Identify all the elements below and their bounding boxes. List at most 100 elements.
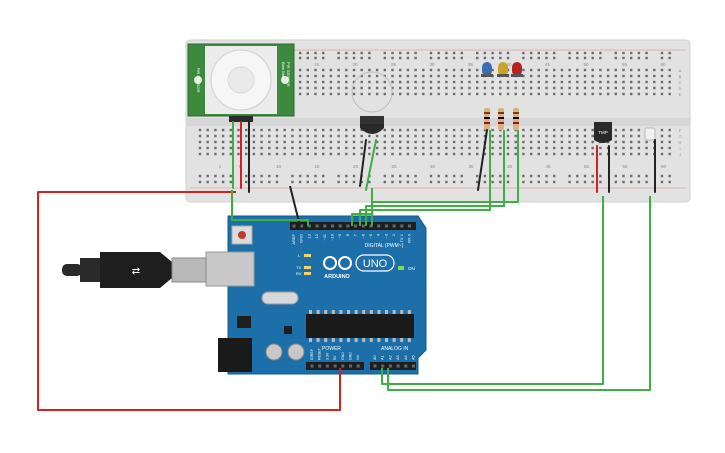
power-pin[interactable] [341,364,345,368]
breadboard-hole [483,86,487,90]
breadboard-hole [660,80,664,84]
analog-pin[interactable] [381,364,385,368]
header-pin[interactable] [300,224,304,228]
breadboard-hole [499,51,502,55]
pir-to-pin-wire[interactable] [231,190,309,226]
led-blue[interactable] [481,62,493,77]
led-blue-pin-wire[interactable] [359,130,491,226]
header-pin[interactable] [331,224,334,228]
breadboard-hole [537,140,540,144]
photo-sensor-top [360,116,384,124]
power-pin[interactable] [310,364,314,368]
breadboard-hole [298,51,302,55]
breadboard-hole [414,180,417,184]
breadboard-hole [322,174,325,178]
header-pin[interactable] [408,224,411,228]
led-gnd-wire[interactable] [477,129,488,191]
photo-sensor[interactable] [351,71,393,134]
analog-pin[interactable] [412,364,415,368]
breadboard-hole [298,180,302,184]
breadboard-hole [221,180,225,184]
breadboard-hole [352,152,356,156]
analog-pin[interactable] [404,364,408,368]
breadboard-hole [645,86,648,90]
breadboard-hole [614,146,617,150]
temperature-sensor[interactable]: TMP [594,122,612,143]
resistor-3[interactable] [513,108,519,130]
breadboard-hole [337,146,340,150]
breadboard-hole [560,74,564,78]
resistor-2[interactable] [498,108,504,130]
breadboard-hole [383,92,386,96]
breadboard-hole [591,146,594,150]
breadboard-hole [445,92,448,96]
header-pin[interactable] [338,224,342,228]
header-pin[interactable] [292,224,296,228]
breadboard-hole [468,152,471,156]
power-pin[interactable] [349,364,352,368]
resistor-1[interactable] [484,108,490,130]
header-pin[interactable] [354,224,358,228]
breadboard-hole [468,80,471,84]
pir-sensor[interactable]: PIR SENSOR PIR SENSOR Blah Blah [187,43,295,122]
breadboard-hole [545,140,548,144]
breadboard-hole [368,146,371,150]
breadboard-hole [352,56,356,60]
breadboard-hole [545,68,548,72]
power-pin[interactable] [356,364,360,368]
power-pin[interactable] [318,364,322,368]
power-pin-label: GND [349,352,353,360]
breadboard-hole [383,140,386,144]
breadboard-hole [221,152,225,156]
header-pin[interactable] [346,224,350,228]
led-yellow[interactable] [497,62,509,77]
power-pin[interactable] [333,364,337,368]
tmp-analog-wire[interactable] [381,196,604,385]
photoresistor-analog-wire[interactable] [387,196,651,391]
analog-pin[interactable] [373,364,377,368]
breadboard-hole [468,140,471,144]
header-pin[interactable] [307,224,311,228]
breadboard-hole [660,56,664,60]
small-component[interactable] [644,127,656,141]
breadboard-hole [476,51,479,55]
breadboard-hole [591,68,594,72]
usb-cable[interactable]: ⇄ [62,252,207,288]
breadboard-hole [306,174,309,178]
resistor-1-band [484,112,490,114]
header-pin[interactable] [400,224,404,228]
breadboard-hole [298,74,302,78]
breadboard-hole [391,174,394,178]
digital-label: DIGITAL (PWM~) [365,243,404,249]
analog-pin[interactable] [388,364,392,368]
photo-sensor-signal-wire[interactable] [365,139,377,191]
photo-sensor-gnd-wire[interactable] [359,139,367,187]
breadboard-hole [568,92,571,96]
header-pin[interactable] [315,224,319,228]
breadboard-hole [560,146,564,150]
breadboard-hole [545,56,548,60]
power-pin[interactable] [325,364,329,368]
header-pin[interactable] [377,224,381,228]
breadboard-hole [268,134,271,138]
header-pin[interactable] [392,224,396,228]
breadboard-hole [622,68,625,72]
breadboard-hole [322,134,325,138]
header-pin[interactable] [361,224,365,228]
header-pin[interactable] [323,224,327,228]
led-yellow-pin-wire[interactable] [365,130,505,226]
led-red-pin-wire[interactable] [371,130,519,226]
breadboard-hole [622,128,625,132]
breadboard-hole [275,140,279,144]
breadboard-hole [476,86,479,90]
breadboard-hole [322,86,325,90]
analog-pin[interactable] [396,364,400,368]
led-red[interactable] [511,62,523,77]
header-pin[interactable] [384,224,388,228]
usb-port [205,251,255,287]
breadboard-hole [599,80,602,84]
resistor-2-band [498,112,504,114]
breadboard-hole [599,180,602,184]
5v-power-wire[interactable] [37,191,341,411]
